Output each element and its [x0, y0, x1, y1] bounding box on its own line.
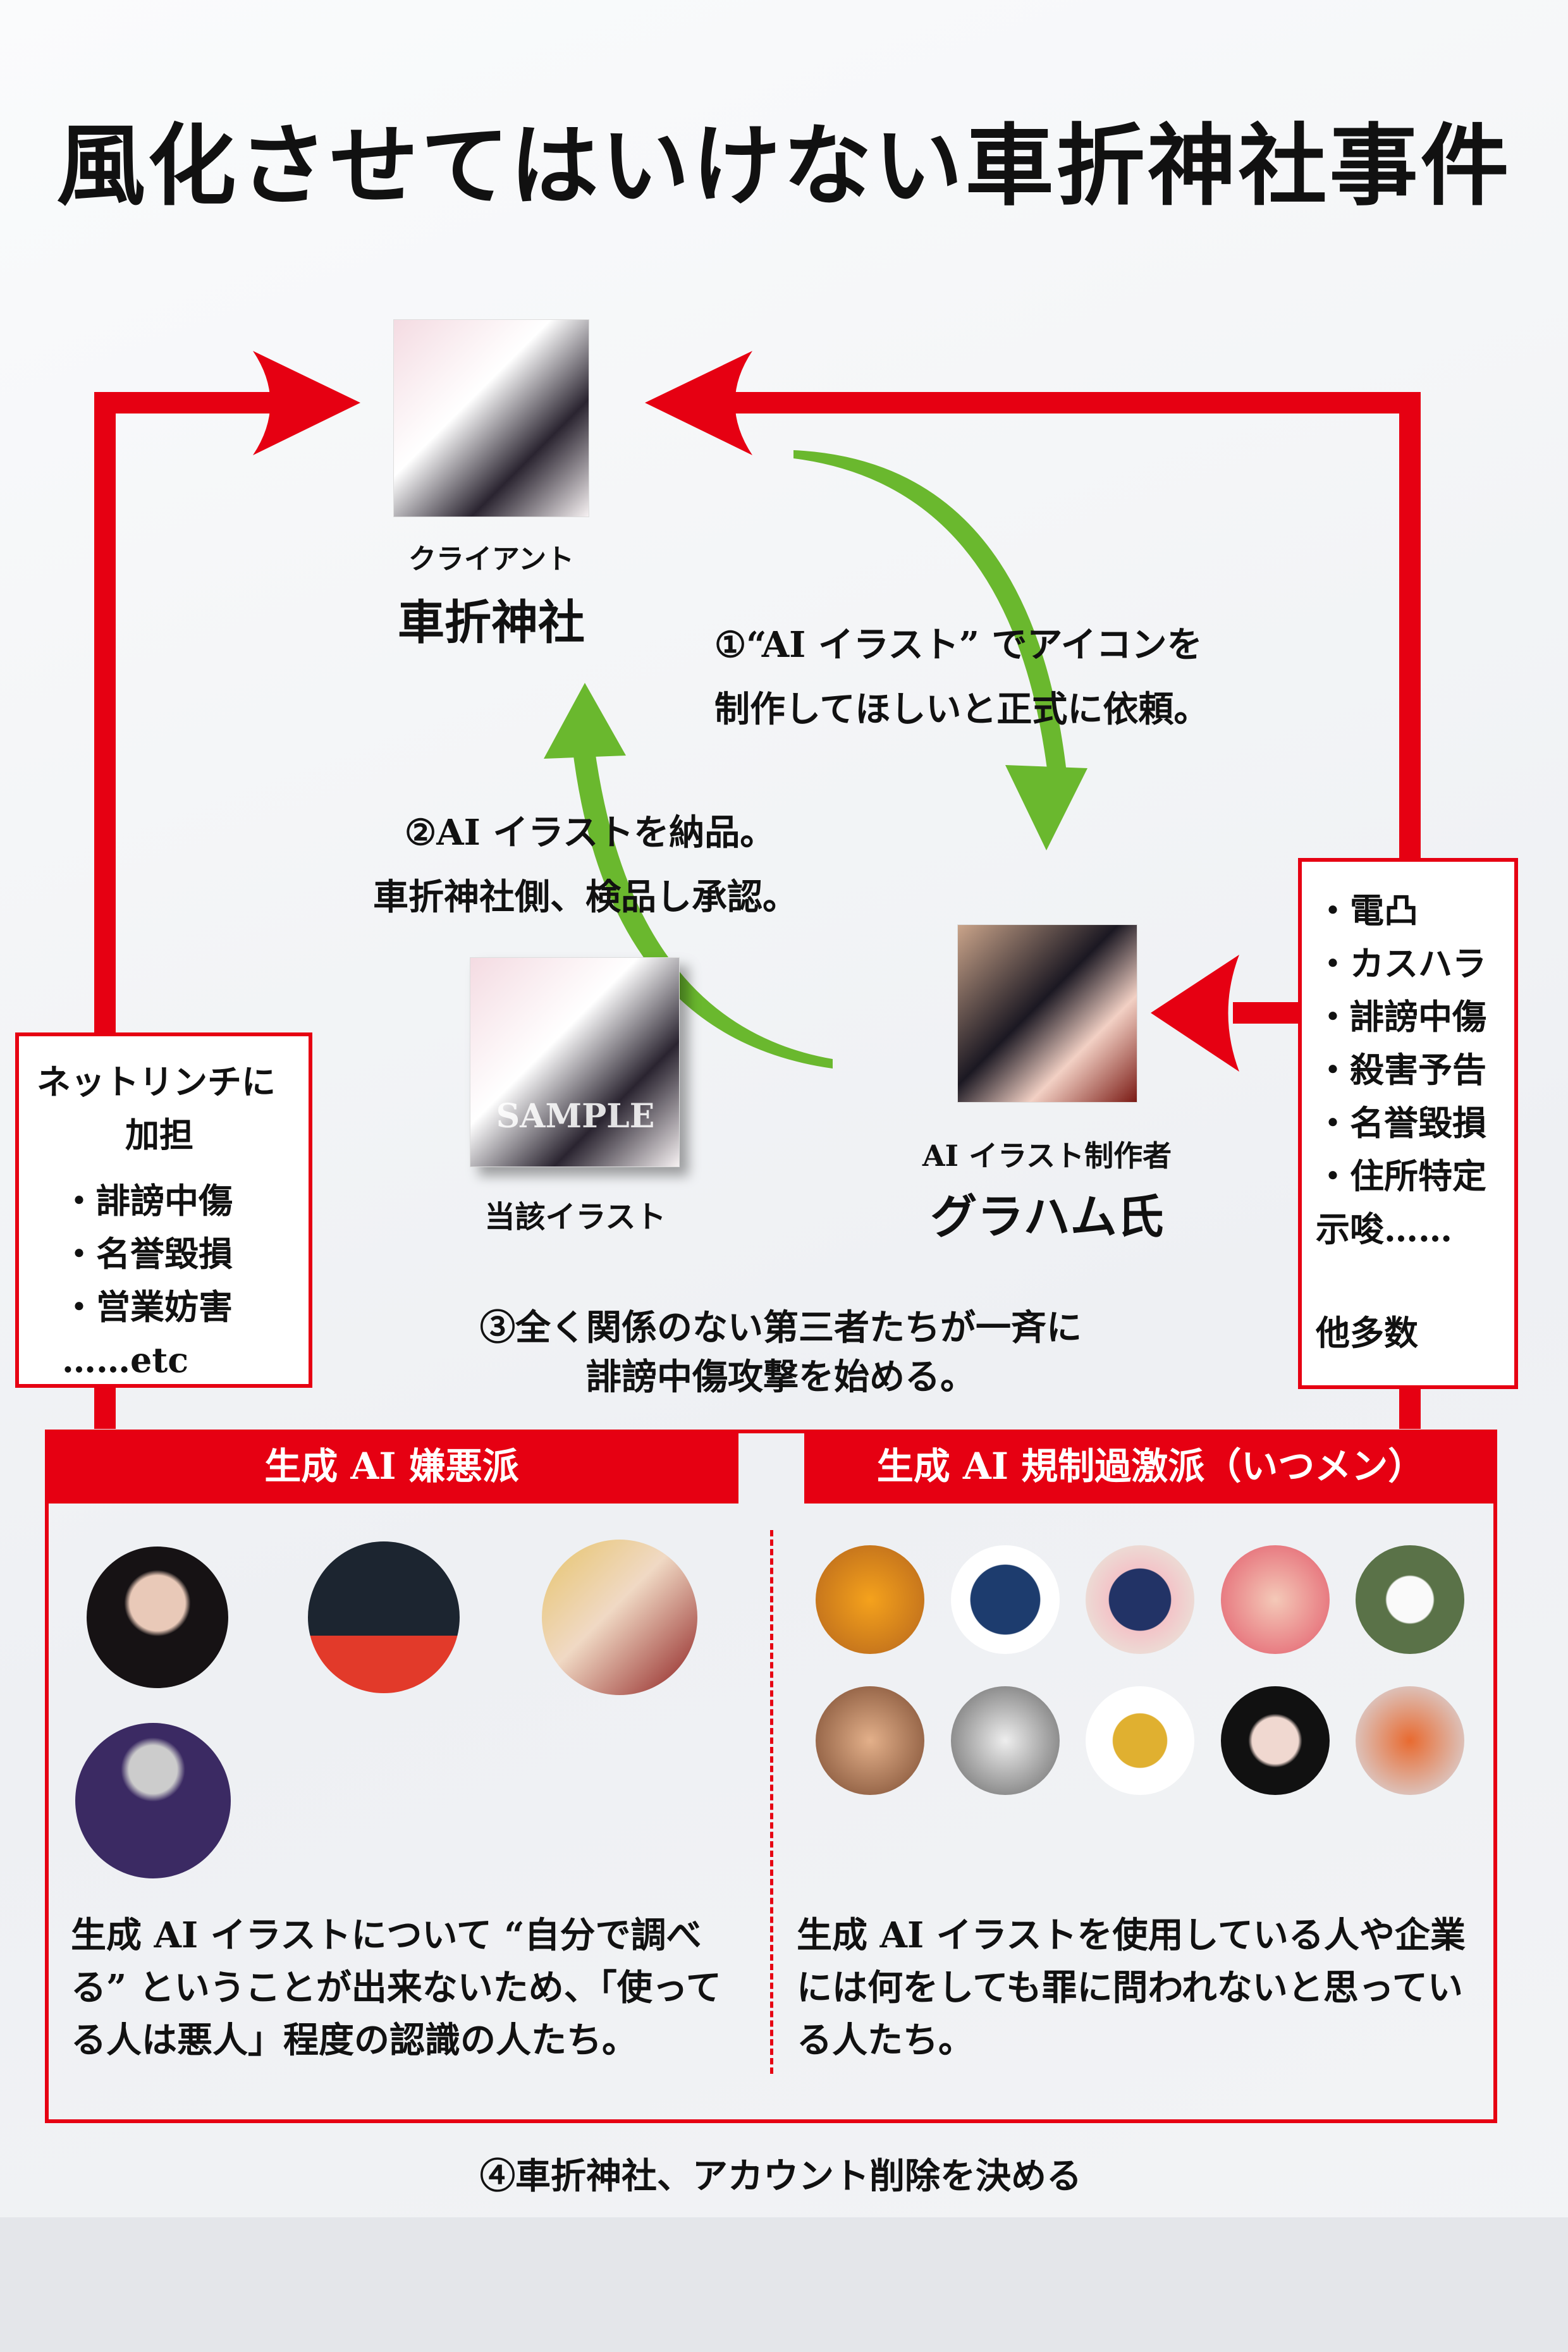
left-box-item: ・営業妨害	[62, 1287, 233, 1327]
client-icon-image	[393, 319, 589, 517]
left-box-item: ・名誉毀損	[62, 1234, 233, 1274]
left-box-tail: ……etc	[62, 1340, 189, 1380]
avatar	[816, 1545, 924, 1654]
red-arrowhead-creator	[1151, 955, 1239, 1072]
page-title: 風化させてはいけない車折神社事件	[56, 115, 1512, 218]
group-header-regulation-radicals: 生成 AI 規制過激派（いつメン）	[804, 1430, 1497, 1504]
step2-line2: 車折神社側、検品し承認。	[373, 876, 798, 918]
step3-line1: ③全く関係のない第三者たちが一斉に	[480, 1307, 1082, 1349]
avatar	[75, 1723, 231, 1878]
creator-icon-image	[957, 924, 1137, 1103]
groups-divider	[770, 1530, 773, 2074]
left-box-item: ・誹謗中傷	[62, 1180, 233, 1221]
avatar	[1086, 1686, 1194, 1795]
bottom-band	[0, 2217, 1568, 2352]
avatar	[308, 1541, 460, 1693]
step1-line2: 制作してほしいと正式に依頼。	[714, 689, 1210, 730]
client-name: 車折神社	[398, 596, 585, 650]
red-arrowhead-right	[645, 351, 752, 455]
avatar	[1086, 1545, 1194, 1654]
left-harm-box: ネットリンチに 加担 ・誹謗中傷 ・名誉毀損 ・営業妨害 ……etc	[15, 1032, 312, 1388]
left-box-heading2: 加担	[125, 1115, 193, 1155]
right-harm-box: ・電凸 ・カスハラ ・誹謗中傷 ・殺害予告 ・名誉毀損 ・住所特定 示唆…… 他…	[1298, 858, 1518, 1389]
step1-line1: ①“AI イラスト” でアイコンを	[714, 624, 1203, 666]
avatar	[1356, 1686, 1464, 1795]
avatar	[1356, 1545, 1464, 1654]
avatar	[951, 1545, 1060, 1654]
delivered-illustration: SAMPLE	[470, 957, 680, 1167]
avatar	[87, 1547, 228, 1688]
right-box-item: ・誹謗中傷	[1316, 996, 1486, 1037]
green-arrowhead-deliver	[544, 683, 626, 759]
right-box-item: ・住所特定	[1316, 1156, 1486, 1196]
left-box-heading1: ネットリンチに	[37, 1062, 276, 1102]
sample-watermark: SAMPLE	[496, 1097, 655, 1136]
green-arrow-request	[793, 450, 1069, 790]
red-arrowhead-left	[253, 351, 360, 455]
illustration-caption: 当該イラスト	[484, 1199, 666, 1235]
avatar	[816, 1686, 924, 1795]
right-box-tail2: 他多数	[1316, 1313, 1418, 1353]
groups-outer-box	[45, 1430, 1497, 2123]
avatar	[1221, 1545, 1330, 1654]
step3-line2: 誹謗中傷攻撃を始める。	[586, 1356, 976, 1398]
creator-role: AI イラスト制作者	[922, 1139, 1172, 1173]
step2-line1: ②AI イラストを納品。	[405, 812, 776, 854]
right-box-item: ・電凸	[1316, 890, 1418, 931]
right-box-item: ・殺害予告	[1316, 1050, 1486, 1090]
avatar	[951, 1686, 1060, 1795]
right-box-item: ・名誉毀損	[1316, 1103, 1486, 1143]
step4-text: ④車折神社、アカウント削除を決める	[480, 2155, 1082, 2197]
loop-line-top-right	[721, 392, 1421, 413]
avatar	[1221, 1686, 1330, 1795]
right-box-item: ・カスハラ	[1316, 943, 1486, 984]
green-arrowhead-request	[1005, 765, 1087, 850]
right-box-tail1: 示唆……	[1316, 1209, 1452, 1249]
creator-name: グラハム氏	[930, 1190, 1164, 1244]
anti-ai-description: 生成 AI イラストについて “自分で調べる” ということが出来ないため、「使っ…	[71, 1914, 721, 2061]
loop-line-top-left	[94, 392, 284, 413]
regulation-radicals-description: 生成 AI イラストを使用している人や企業には何をしても罪に問われないと思ってい…	[797, 1914, 1466, 2061]
red-arrow-shaft-creator	[1233, 1002, 1299, 1024]
avatar	[542, 1540, 697, 1695]
green-arrow-deliver	[572, 746, 833, 1069]
group-header-anti-ai: 生成 AI 嫌悪派	[45, 1430, 738, 1504]
client-role: クライアント	[408, 543, 575, 575]
